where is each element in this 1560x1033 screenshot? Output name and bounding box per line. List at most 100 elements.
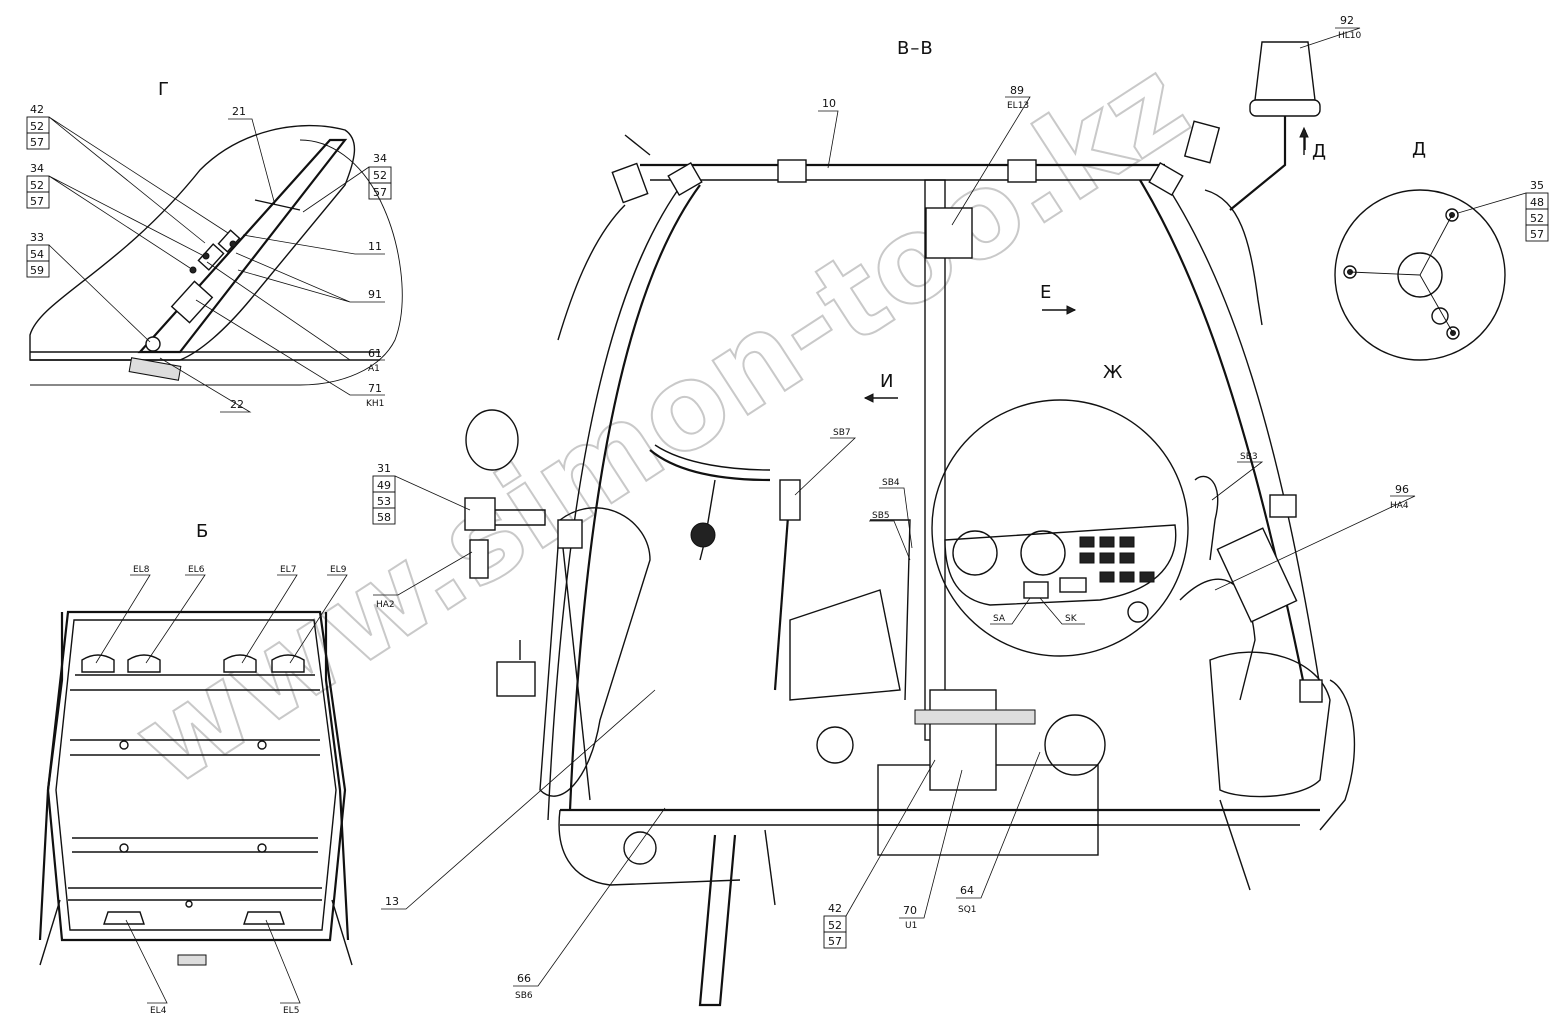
callout-64: 64 SQ1 (956, 751, 1041, 915)
svg-text:61: 61 (368, 347, 382, 360)
svg-text:13: 13 (385, 895, 399, 908)
svg-text:52: 52 (828, 919, 842, 932)
svg-text:KH1: KH1 (366, 399, 384, 409)
callout-92: 92 HL10 (1299, 14, 1362, 49)
svg-text:57: 57 (30, 195, 44, 208)
svg-text:53: 53 (377, 495, 391, 508)
svg-text:35: 35 (1530, 179, 1544, 192)
svg-text:SB4: SB4 (882, 478, 900, 488)
callout-sk: SK (1039, 597, 1085, 625)
svg-text:54: 54 (30, 248, 44, 261)
svg-text:SB3: SB3 (1240, 452, 1258, 462)
callout-sb4: SB4 (879, 478, 913, 549)
svg-text:96: 96 (1395, 483, 1409, 496)
svg-text:52: 52 (1530, 212, 1544, 225)
svg-text:EL13: EL13 (1007, 101, 1029, 111)
callout-61: 61 A1 (206, 261, 385, 374)
svg-text:U1: U1 (905, 921, 917, 931)
callout-el9: EL9 (289, 565, 348, 664)
watermark: www.simon-too.kz (110, 32, 1210, 814)
svg-text:HA4: HA4 (1390, 501, 1409, 511)
svg-text:SB6: SB6 (515, 991, 533, 1001)
callout-35-48-52-57: 35 48 52 57 (1457, 179, 1549, 242)
svg-text:21: 21 (232, 105, 246, 118)
svg-text:SB7: SB7 (833, 428, 851, 438)
svg-text:11: 11 (368, 240, 382, 253)
view-b-title: Б (196, 521, 209, 542)
svg-text:66: 66 (517, 972, 531, 985)
svg-text:42: 42 (828, 902, 842, 915)
callout-89: 89 EL13 (951, 84, 1031, 226)
svg-text:SB5: SB5 (872, 511, 890, 521)
callout-ha2: HA2 (373, 551, 473, 610)
callout-sb7: SB7 (794, 428, 857, 496)
callout-22: 22 (159, 357, 252, 413)
svg-text:SK: SK (1065, 614, 1078, 624)
svg-text:31: 31 (377, 462, 391, 475)
view-i-label: И (880, 371, 894, 392)
svg-text:34: 34 (30, 162, 44, 175)
callout-34-52-57-left: 34 52 57 (26, 162, 205, 269)
svg-text:64: 64 (960, 884, 974, 897)
svg-text:89: 89 (1010, 84, 1024, 97)
callout-33-54-59: 33 54 59 (26, 231, 151, 343)
detail-view-g: Г 42 52 57 34 52 57 (26, 79, 403, 413)
callout-sb5: SB5 (869, 511, 911, 561)
view-zh-label: Ж (1103, 362, 1123, 383)
svg-text:10: 10 (822, 97, 836, 110)
svg-text:92: 92 (1340, 14, 1354, 27)
callout-el8: EL8 (95, 565, 151, 664)
callout-11: 11 (242, 234, 385, 255)
callout-10: 10 (818, 97, 839, 169)
callout-31-49-53-58: 31 49 53 58 (372, 462, 471, 525)
svg-text:42: 42 (30, 103, 44, 116)
svg-text:57: 57 (373, 186, 387, 199)
callout-34-52-57-right: 34 52 57 (302, 152, 392, 213)
svg-text:EL5: EL5 (283, 1006, 299, 1016)
svg-text:HA2: HA2 (376, 600, 395, 610)
svg-text:EL7: EL7 (280, 565, 296, 575)
detail-view-b: Б EL8 EL6 (38, 521, 353, 1016)
svg-text:EL8: EL8 (133, 565, 150, 575)
callout-el7: EL7 (241, 565, 298, 664)
callout-42-52-57-bottom: 42 52 57 (823, 759, 936, 949)
svg-text:34: 34 (373, 152, 387, 165)
view-vv-title: В–В (897, 38, 934, 59)
callout-70: 70 U1 (899, 769, 963, 931)
callout-sa: SA (990, 597, 1031, 625)
svg-text:57: 57 (30, 136, 44, 149)
view-e-label: Е (1040, 282, 1052, 303)
svg-text:SQ1: SQ1 (958, 905, 977, 915)
svg-text:EL4: EL4 (150, 1006, 167, 1016)
svg-text:57: 57 (1530, 228, 1544, 241)
callout-el5: EL5 (265, 919, 301, 1016)
callout-sb3: SB3 (1211, 452, 1264, 501)
svg-text:49: 49 (377, 479, 391, 492)
svg-text:HL10: HL10 (1338, 31, 1362, 41)
svg-text:52: 52 (30, 179, 44, 192)
svg-text:A1: A1 (368, 364, 380, 374)
view-d-arrow-label: Д (1312, 141, 1327, 162)
svg-text:52: 52 (373, 169, 387, 182)
callout-71: 71 KH1 (195, 299, 385, 409)
svg-text:91: 91 (368, 288, 382, 301)
svg-text:58: 58 (377, 511, 391, 524)
main-view-vv: В–В (372, 14, 1416, 1007)
svg-text:EL6: EL6 (188, 565, 205, 575)
callout-66: 66 SB6 (513, 807, 666, 1001)
callout-21: 21 (228, 105, 276, 206)
svg-text:59: 59 (30, 264, 44, 277)
svg-text:70: 70 (903, 904, 917, 917)
view-d-title: Д (1412, 139, 1427, 160)
callout-96: 96 HA4 (1214, 483, 1416, 591)
detail-view-d: Д 35 48 52 57 (1334, 139, 1549, 361)
svg-text:57: 57 (828, 935, 842, 948)
callout-42-52-57-left: 42 52 57 (26, 103, 229, 244)
svg-text:EL9: EL9 (330, 565, 347, 575)
callout-13: 13 (381, 689, 656, 910)
view-g-title: Г (158, 79, 170, 100)
svg-text:71: 71 (368, 382, 382, 395)
callout-el6: EL6 (145, 565, 206, 664)
callout-91: 91 (235, 252, 385, 303)
